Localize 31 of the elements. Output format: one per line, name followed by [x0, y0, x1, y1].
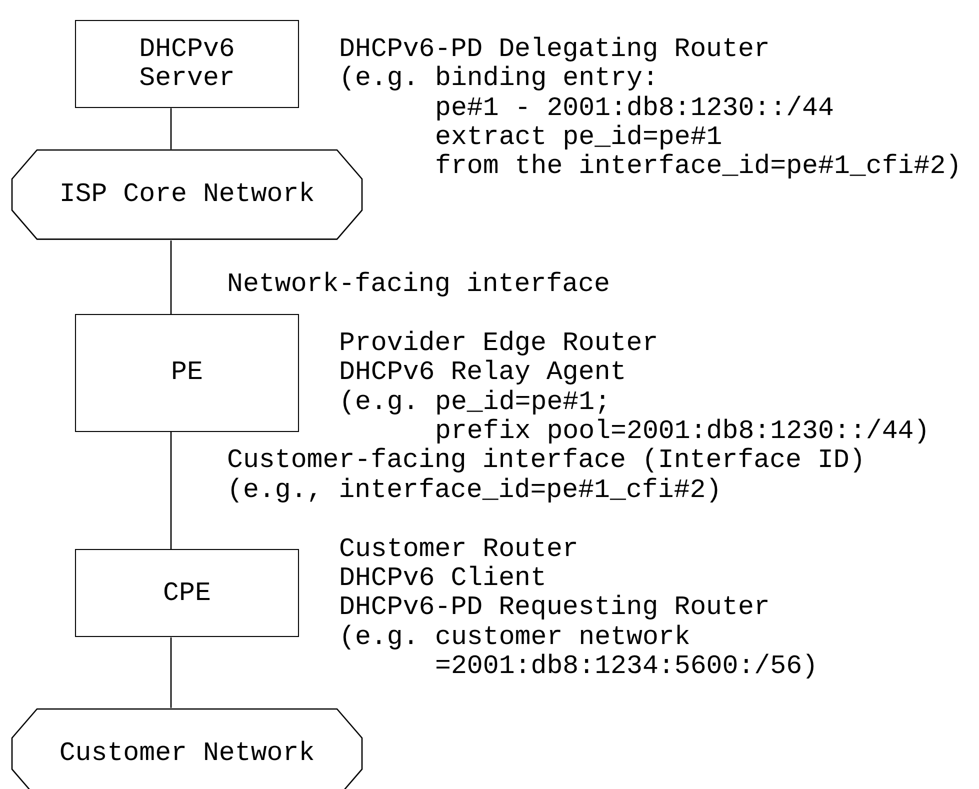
network-cloud-shape [11, 149, 363, 240]
node-label: DHCPv6 Server [139, 34, 235, 94]
node-label: Customer Network [59, 738, 315, 768]
annotation-text: Provider Edge Router [339, 328, 658, 358]
connector-line [170, 240, 172, 314]
annotation-text: DHCPv6-PD Delegating Router [339, 34, 770, 64]
annotation-text: (e.g. [339, 622, 419, 652]
annotation-text: customer network [435, 622, 690, 652]
node-label: CPE [163, 578, 211, 608]
node-label: ISP Core Network [59, 180, 315, 210]
router-box [75, 314, 299, 432]
network-cloud-shape [11, 708, 363, 789]
annotation-text: binding entry: [435, 64, 658, 94]
annotation-text: DHCPv6 Relay Agent [339, 358, 626, 388]
connector-line [170, 432, 172, 550]
annotation-text: =2001:db8:1234:5600:/56) [435, 652, 818, 682]
annotation-text: pe#1 - 2001:db8:1230::/44 [435, 94, 834, 123]
annotation-text: pe_id=pe#1; [435, 388, 611, 417]
connector-line [170, 108, 172, 150]
connector-line [170, 637, 172, 708]
annotation-text: Customer Router [339, 534, 578, 564]
annotation-text: (e.g. [339, 388, 419, 417]
annotation-text: from the interface_id=pe#1_cfi#2) [435, 152, 962, 182]
router-box [75, 549, 299, 638]
node-label: PE [171, 358, 203, 388]
annotation-text: DHCPv6-PD Requesting Router [339, 593, 770, 623]
annotation-text: DHCPv6 Client [339, 564, 546, 594]
annotation-text: (e.g. [339, 64, 419, 94]
server-box [75, 20, 299, 108]
annotation-text: prefix pool=2001:db8:1230::/44) [435, 416, 930, 446]
annotation-text: extract pe_id=pe#1 [435, 122, 722, 152]
